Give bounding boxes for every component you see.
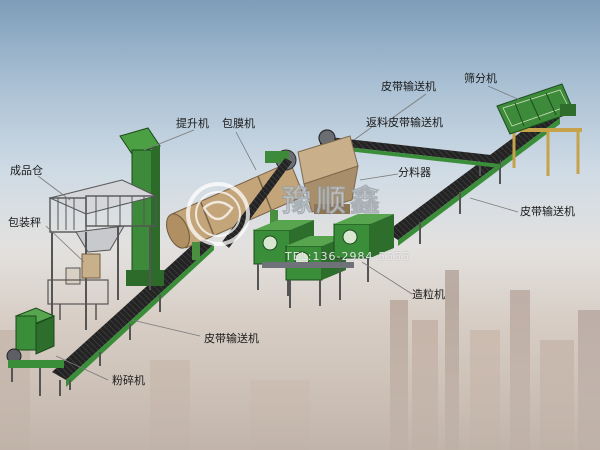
label-screener: 筛分机 xyxy=(464,72,497,85)
belt-conveyor-right xyxy=(386,112,560,246)
packing-scale xyxy=(47,253,109,320)
granulator-machines xyxy=(253,214,394,308)
label-leader-lines xyxy=(37,85,521,381)
watermark-logo xyxy=(186,182,250,246)
label-distributor: 分料器 xyxy=(398,166,431,179)
label-packing-scale: 包装秤 xyxy=(8,216,41,229)
watermark-brand: 豫顺鑫 xyxy=(282,184,384,220)
city-skyline-background xyxy=(0,270,600,450)
label-coating-machine: 包膜机 xyxy=(222,117,255,130)
finished-product-bin xyxy=(48,179,158,330)
watermark-tel: TEL:136-2984-5555 xyxy=(285,250,411,263)
bucket-elevator xyxy=(119,127,164,286)
label-belt-conveyor-bottom: 皮带输送机 xyxy=(204,332,259,345)
screener-machine xyxy=(496,83,582,176)
label-return-belt-conveyor: 返料皮带输送机 xyxy=(366,116,443,129)
belt-conveyor-to-coater xyxy=(222,158,292,248)
distributor-hopper xyxy=(297,135,359,214)
label-finished-bin: 成品仓 xyxy=(10,164,43,177)
label-crusher: 粉碎机 xyxy=(112,374,145,387)
label-granulator: 造粒机 xyxy=(412,288,445,301)
label-belt-conveyor-top: 皮带输送机 xyxy=(381,80,436,93)
crusher-machine xyxy=(6,307,64,396)
label-belt-conveyor-right: 皮带输送机 xyxy=(520,205,575,218)
label-elevator: 提升机 xyxy=(176,117,209,130)
belt-conveyor-bottom xyxy=(52,238,214,396)
